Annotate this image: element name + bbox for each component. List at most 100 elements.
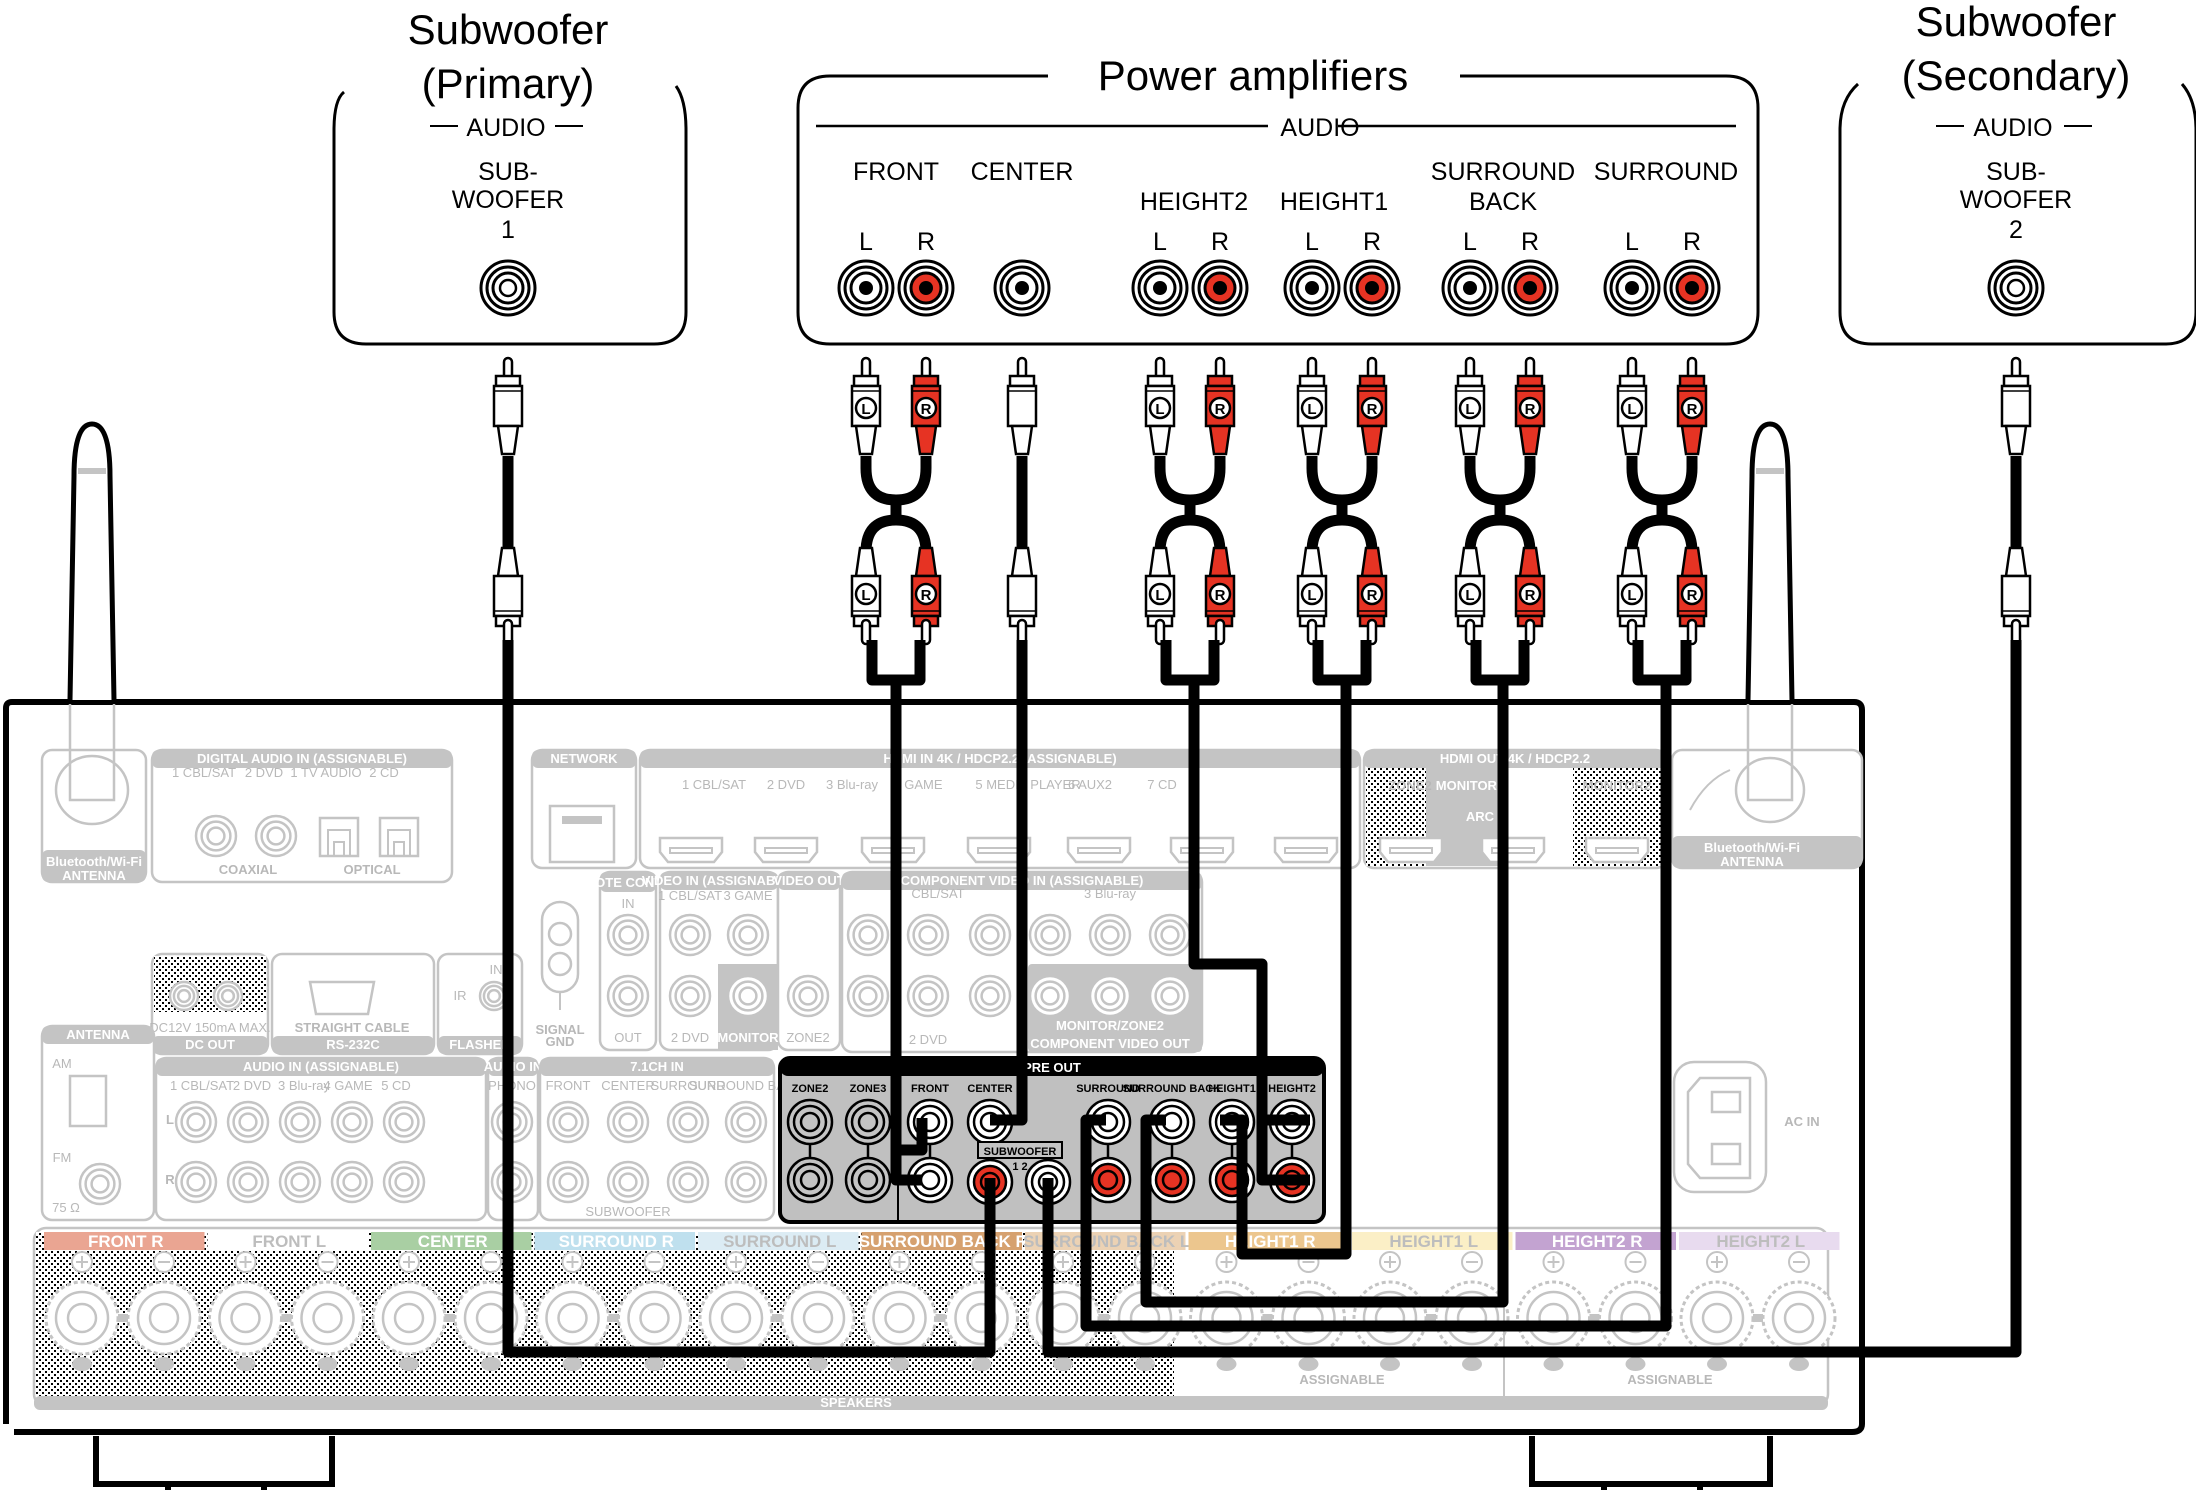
hdmi-in-label: 2 DVD bbox=[767, 777, 805, 792]
rca-plug-bottom bbox=[1006, 546, 1038, 646]
plug-boot bbox=[1518, 424, 1542, 456]
speaker-terminal-height2-l: HEIGHT2 L bbox=[1679, 1232, 1840, 1371]
plug-label-circle bbox=[1518, 396, 1542, 420]
amp-jack-side-label: L bbox=[1625, 228, 1639, 256]
pre-jack-ring-3 bbox=[799, 1169, 821, 1191]
jack-ring-3 bbox=[858, 986, 878, 1006]
plug-tip bbox=[1524, 618, 1536, 646]
audio-in-panel-header: AUDIO IN (ASSIGNABLE) bbox=[243, 1059, 399, 1074]
video-in-jack-2 bbox=[668, 974, 712, 1018]
plug-label: L bbox=[1155, 401, 1164, 418]
rca-plug-top bbox=[2000, 356, 2032, 456]
flasher-ir-label: IR bbox=[454, 988, 467, 1003]
plug-body bbox=[1006, 574, 1038, 618]
binding-post-tab bbox=[644, 1357, 665, 1371]
cable-route bbox=[1140, 640, 1530, 1308]
ac-in-socket bbox=[1672, 1060, 1768, 1194]
binding-post-bridge bbox=[1426, 1314, 1436, 1322]
subwoofer-1-cable bbox=[492, 356, 524, 646]
remote-in-jack bbox=[606, 913, 650, 957]
binding-post-bridge bbox=[1099, 1314, 1109, 1322]
video-in-label-3: 3 GAME bbox=[723, 888, 772, 903]
audio-in-l-jack bbox=[382, 1100, 426, 1144]
hdmi-out-panel-header: HDMI OUT 4K / HDCP2.2 bbox=[1440, 751, 1590, 766]
optical-port-shape bbox=[327, 829, 351, 856]
speaker-channel-label: SURROUND BACK R bbox=[859, 1232, 1028, 1251]
jack-center bbox=[1523, 281, 1537, 295]
optical-label: OPTICAL bbox=[343, 862, 400, 877]
hdmi-in-port-slot bbox=[669, 847, 713, 854]
rca-plug-top-right: R bbox=[1676, 356, 1708, 456]
jack-ring-3 bbox=[220, 988, 236, 1004]
rca-plug-top-left: L bbox=[1144, 356, 1176, 456]
plug-collar bbox=[1678, 374, 1706, 388]
jack-ring-3 bbox=[736, 1112, 756, 1132]
binding-post-tab bbox=[1789, 1357, 1809, 1371]
plug-collar bbox=[1456, 374, 1484, 388]
component-in-jack bbox=[906, 913, 950, 957]
binding-post-tab bbox=[317, 1357, 338, 1371]
audio-in-label: 5 CD bbox=[381, 1078, 411, 1093]
antenna-band bbox=[78, 468, 106, 474]
71ch-in-jack-2 bbox=[666, 1160, 710, 1204]
hdmi-in-port-slot bbox=[1180, 847, 1224, 854]
binding-post-bridge bbox=[281, 1314, 292, 1322]
pre-out-jack-label: CENTER bbox=[967, 1083, 1012, 1095]
jack-center bbox=[2006, 278, 2026, 298]
rca-plug-bottom bbox=[2000, 546, 2032, 646]
power-amplifiers-title: Power amplifiers bbox=[1098, 52, 1408, 99]
audio-in-l-jack bbox=[226, 1100, 270, 1144]
plug-label: R bbox=[921, 587, 932, 604]
hdmi-in-label: 4 GAME bbox=[893, 777, 942, 792]
plug-collar bbox=[852, 374, 880, 388]
71ch-in-label: FRONT bbox=[546, 1078, 591, 1093]
signal-gnd-post bbox=[540, 900, 580, 994]
plug-boot bbox=[854, 424, 878, 456]
plug-label-circle bbox=[1300, 396, 1324, 420]
jack-ring-3 bbox=[980, 925, 1000, 945]
rotate-arrow-icon bbox=[1689, 769, 1731, 811]
pre-jack-ring-3 bbox=[857, 1111, 879, 1133]
plug-label: L bbox=[1465, 587, 1474, 604]
jack-ring-3 bbox=[858, 925, 878, 945]
binding-post-bridge bbox=[1589, 1314, 1600, 1322]
speakers-label: SPEAKERS bbox=[820, 1395, 892, 1410]
speaker-terminal-center-: CENTER bbox=[371, 1232, 532, 1371]
amp-channel-label: SURROUND bbox=[1594, 158, 1738, 186]
cable-route bbox=[990, 640, 1028, 1126]
optical-port-shape bbox=[387, 829, 411, 856]
plug-boot bbox=[1458, 424, 1482, 456]
plug-tip bbox=[860, 618, 872, 646]
hdmi-in-port bbox=[658, 836, 724, 864]
video-out-monitor-jack bbox=[726, 974, 770, 1018]
jack-ring-3 bbox=[1160, 986, 1180, 1006]
speaker-channel-label: FRONT R bbox=[88, 1232, 164, 1251]
jack-ring-3 bbox=[290, 1172, 310, 1192]
rca-plug-top-left: L bbox=[850, 356, 882, 456]
digital-input-label: 1 CBL/SAT bbox=[172, 765, 236, 780]
remote-out-label: OUT bbox=[614, 1030, 642, 1045]
plug-label: L bbox=[1465, 401, 1474, 418]
component-group-dvd: 2 DVD bbox=[909, 1032, 947, 1047]
subwoofer-primary-frame bbox=[332, 85, 688, 346]
71ch-in-label: SURROUND BACK bbox=[689, 1078, 803, 1093]
speaker-channel-label-bg bbox=[207, 1232, 368, 1250]
plug-boot bbox=[1620, 546, 1644, 578]
pre-out-jack-label: HEIGHT1 bbox=[1208, 1083, 1256, 1095]
plug-tip bbox=[1464, 618, 1476, 646]
jack-ring-3 bbox=[290, 1112, 310, 1132]
speaker-channel-label: SURROUND L bbox=[723, 1232, 836, 1251]
jack-center bbox=[1365, 281, 1379, 295]
component-out-header: COMPONENT VIDEO OUT bbox=[1030, 1036, 1190, 1051]
rca-plug-bottom-left: L bbox=[1296, 546, 1328, 646]
jack-ring-3 bbox=[238, 1172, 258, 1192]
